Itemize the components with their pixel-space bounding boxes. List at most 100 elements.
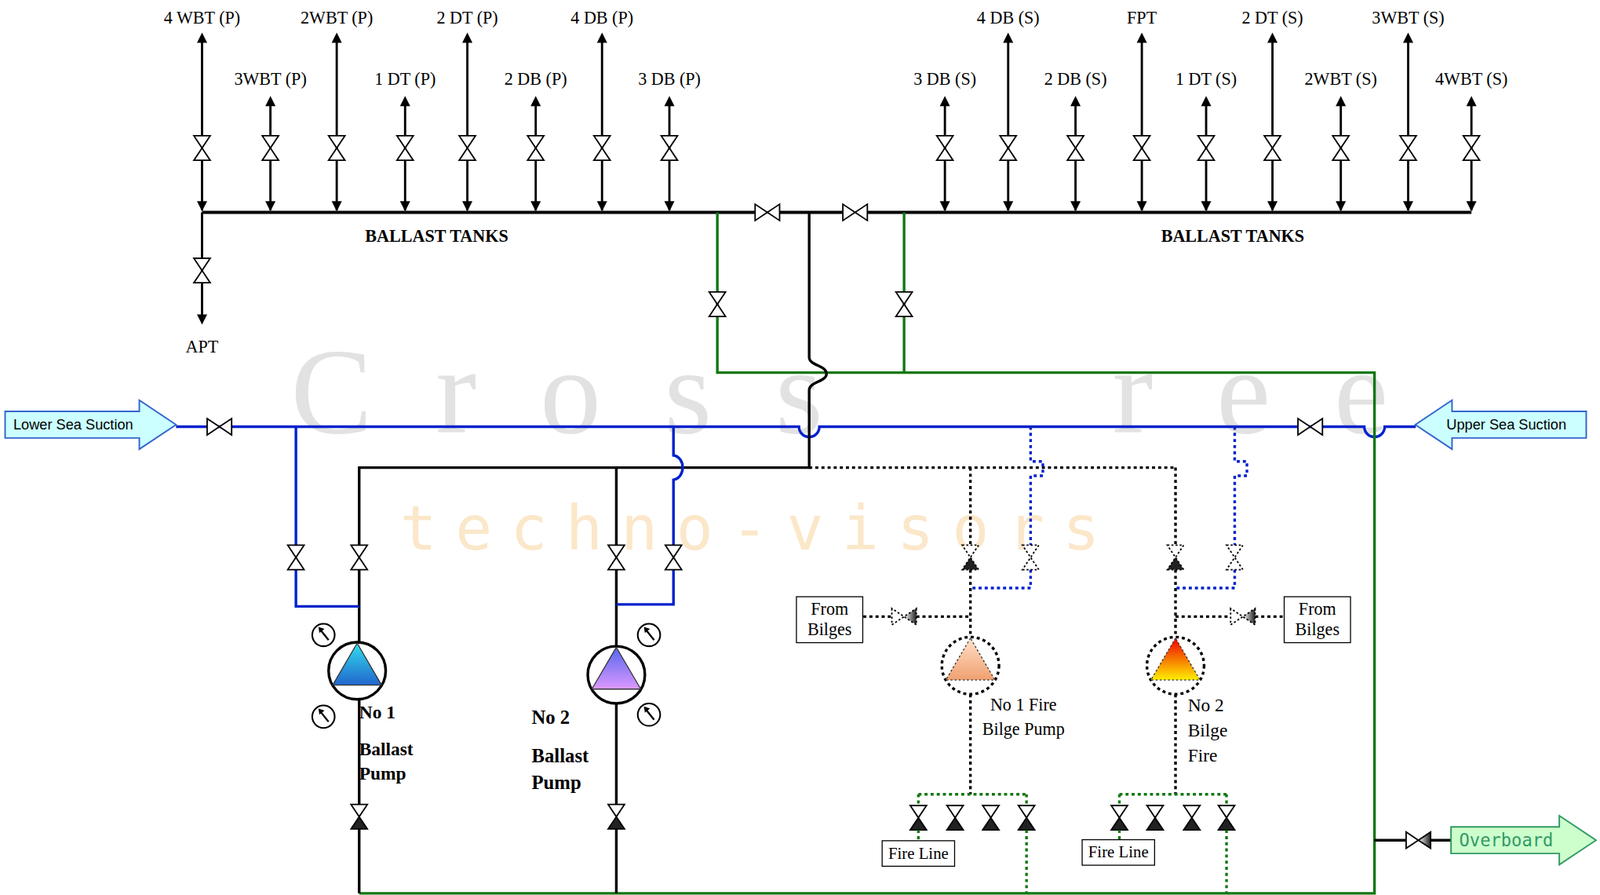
valve-symbol <box>350 816 368 829</box>
valve-symbol <box>1218 805 1236 818</box>
pump-label: No 2 Bilge Fire <box>1188 692 1242 768</box>
arrow-head <box>1466 95 1477 106</box>
tank-label: 2 DT (P) <box>436 8 498 29</box>
valve-symbol <box>397 148 414 161</box>
tank-label: 2 DB (S) <box>1044 69 1108 90</box>
inlet-arrow: Upper Sea Suction <box>1415 400 1587 449</box>
arrow-head <box>1466 200 1477 212</box>
valve-symbol <box>1418 831 1432 849</box>
tank-label: 3WBT (P) <box>233 69 307 90</box>
valve-symbol <box>1147 805 1164 818</box>
valve-symbol <box>910 817 927 831</box>
pump-symbol <box>328 641 387 700</box>
tank-label: 4 WBT (P) <box>164 8 241 29</box>
gauge-needle <box>645 629 654 640</box>
valve-symbol <box>350 544 368 558</box>
tank-label: 4 DB (P) <box>570 8 634 29</box>
valve-symbol <box>1198 148 1215 161</box>
section-label: BALLAST TANKS <box>1161 226 1305 247</box>
pump-impeller <box>945 637 995 680</box>
arrow-head <box>400 95 411 106</box>
valve-symbol <box>892 608 905 625</box>
arrow-head <box>1201 95 1212 106</box>
pipe-line <box>359 211 828 893</box>
arrow-head <box>1137 200 1148 212</box>
pipe-line <box>1173 467 1177 795</box>
valve-symbol <box>1018 805 1036 818</box>
valve-symbol <box>910 805 927 818</box>
pipe-line <box>1119 792 1228 795</box>
arrow-head <box>1335 95 1346 106</box>
valve-symbol <box>1133 135 1151 149</box>
gauge-needle <box>644 706 651 713</box>
source-box: From Bilges <box>795 595 864 644</box>
pump-label: Ballast Pump <box>359 736 434 787</box>
valve-symbol <box>999 135 1017 149</box>
pipe-line <box>1119 794 1228 806</box>
valve-symbol <box>982 817 999 831</box>
valve-symbol <box>193 135 211 149</box>
pump-symbol <box>1147 636 1205 694</box>
valve-symbol <box>1167 544 1185 558</box>
outlet-box: Fire Line <box>882 840 955 867</box>
pump-label: Ballast Pump <box>531 743 606 796</box>
tank-label: 2 DB (P) <box>504 69 568 90</box>
valve-symbol <box>594 148 611 161</box>
pipe-line <box>601 38 604 210</box>
arrow-head <box>1267 32 1278 44</box>
valve-symbol <box>287 544 305 558</box>
valve-symbol <box>767 204 780 221</box>
valve-symbol <box>855 204 868 221</box>
valve-symbol <box>1183 805 1200 818</box>
valve-symbol <box>328 135 346 149</box>
valve-symbol <box>608 557 625 570</box>
arrow-outline <box>1450 815 1597 864</box>
arrow-head <box>664 95 675 106</box>
valve-symbol <box>262 135 279 149</box>
valve-symbol <box>1022 544 1039 558</box>
node-text: From Bilges <box>1290 598 1345 641</box>
valve-symbol <box>1198 135 1215 149</box>
pump-impeller <box>332 642 382 685</box>
pipe-line <box>200 38 204 210</box>
valve-symbol <box>1332 148 1349 161</box>
arrow-head <box>265 200 276 212</box>
tank-label: 1 DT (S) <box>1175 69 1237 90</box>
watermark: Cross <box>291 321 887 463</box>
pipe-line <box>1406 38 1410 210</box>
pipe-line <box>1224 829 1228 893</box>
section-label: BALLAST TANKS <box>364 226 508 247</box>
valve-symbol <box>262 148 279 161</box>
arrow-head <box>196 200 208 212</box>
pressure-gauge <box>312 623 336 647</box>
pump-symbol <box>941 636 999 694</box>
valve-symbol <box>594 135 611 149</box>
arrow-outline <box>5 400 177 449</box>
tank-label: 2WBT (P) <box>300 8 373 29</box>
pipe-line <box>809 466 1176 469</box>
valve-symbol <box>1230 608 1243 625</box>
valve-symbol <box>287 557 305 570</box>
tank-label: FPT <box>1126 8 1157 29</box>
arrow-head <box>597 32 608 44</box>
suction-main <box>175 426 1416 438</box>
valve-symbol <box>1218 817 1236 831</box>
valve-symbol <box>1463 148 1480 161</box>
valve-symbol <box>459 148 476 161</box>
outlet-arrow: Overboard <box>1450 815 1597 864</box>
tank-label: 3 DB (P) <box>637 69 701 90</box>
valve-symbol <box>1297 418 1311 435</box>
valve-symbol <box>1147 817 1164 831</box>
watermark: ree <box>1111 321 1451 463</box>
pipe-line <box>615 426 683 605</box>
source-box: From Bilges <box>1283 595 1352 644</box>
valve-symbol <box>962 544 979 558</box>
tank-label: 4WBT (S) <box>1435 69 1508 90</box>
pressure-gauge <box>312 705 336 729</box>
valve-symbol <box>608 544 625 558</box>
valve-symbol <box>661 135 678 149</box>
valve-symbol <box>1022 557 1039 570</box>
arrow-head <box>1403 32 1414 44</box>
arrow-head <box>1070 95 1081 106</box>
valve-symbol <box>328 148 346 161</box>
